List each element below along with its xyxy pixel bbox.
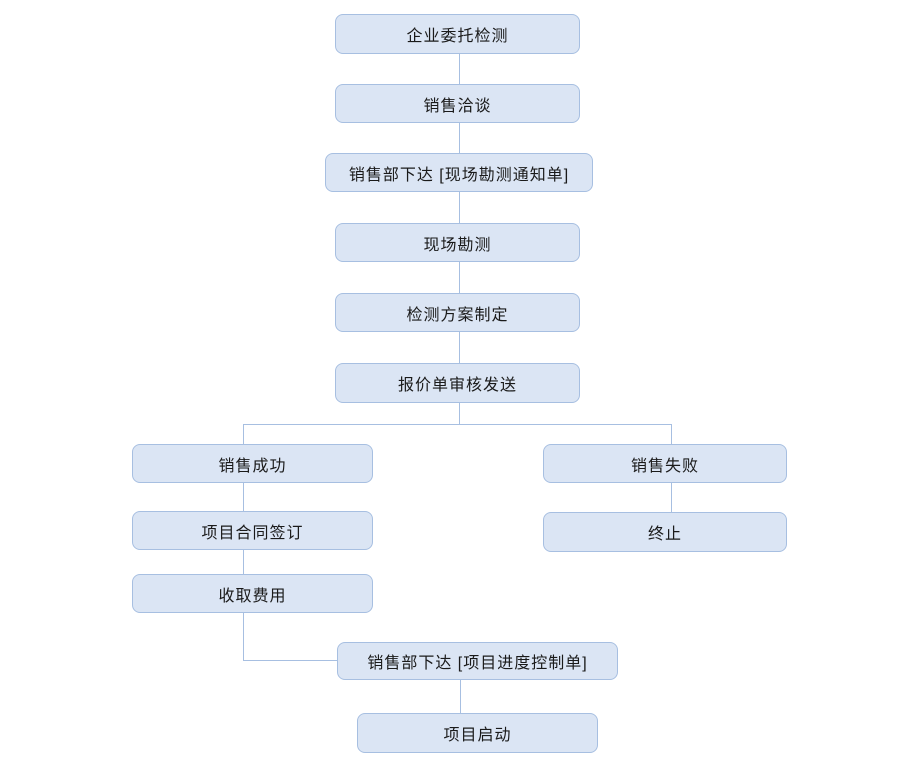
connector-negotiate-notice [459,123,460,153]
flow-node-test-plan: 检测方案制定 [335,293,580,332]
flow-node-survey-notice: 销售部下达 [现场勘测通知单] [325,153,593,192]
flow-node-sale-success: 销售成功 [132,444,373,483]
flow-node-label: 报价单审核发送 [397,377,517,394]
connector-branch-to-fail [671,424,672,444]
connector-branch-horizontal [243,424,672,425]
flow-node-site-survey: 现场勘测 [335,223,580,262]
flow-node-label: 销售失败 [630,457,699,475]
flow-node-quotation: 报价单审核发送 [335,363,580,403]
connector-entrust-negotiate [459,54,460,84]
connector-fee-elbow-horizontal [243,660,337,661]
flow-node-label: 销售部下达 [项目进度控制单] [367,655,588,672]
flow-node-label: 检测方案制定 [406,306,509,324]
connector-notice-survey [459,192,460,223]
flow-node-entrust: 企业委托检测 [335,14,580,54]
connector-fail-terminate [671,483,672,512]
flow-node-label: 项目启动 [443,727,512,744]
connector-contract-fee [243,550,244,574]
connector-success-contract [243,483,244,511]
flow-node-negotiate: 销售洽谈 [335,84,580,123]
flow-node-sale-fail: 销售失败 [543,444,787,483]
connector-survey-plan [459,262,460,293]
connector-branch-to-success [243,424,244,444]
flow-node-label: 销售成功 [218,457,287,475]
flow-node-label: 终止 [647,526,682,543]
flow-node-label: 销售部下达 [现场勘测通知单] [348,166,570,184]
flow-node-collect-fee: 收取费用 [132,574,373,613]
flow-node-project-launch: 项目启动 [357,713,598,753]
connector-quote-branch-stub [459,403,460,424]
connector-control-launch [460,680,461,713]
connector-plan-quote [459,332,460,363]
flow-node-label: 企业委托检测 [406,28,509,45]
flow-node-terminate: 终止 [543,512,787,552]
flow-node-label: 项目合同签订 [201,524,304,542]
flow-node-label: 销售洽谈 [423,97,492,115]
connector-fee-elbow-vertical [243,613,244,661]
flow-node-contract-sign: 项目合同签订 [132,511,373,550]
flow-node-progress-control: 销售部下达 [项目进度控制单] [337,642,618,680]
flow-node-label: 收取费用 [218,587,287,605]
flow-node-label: 现场勘测 [423,236,492,254]
